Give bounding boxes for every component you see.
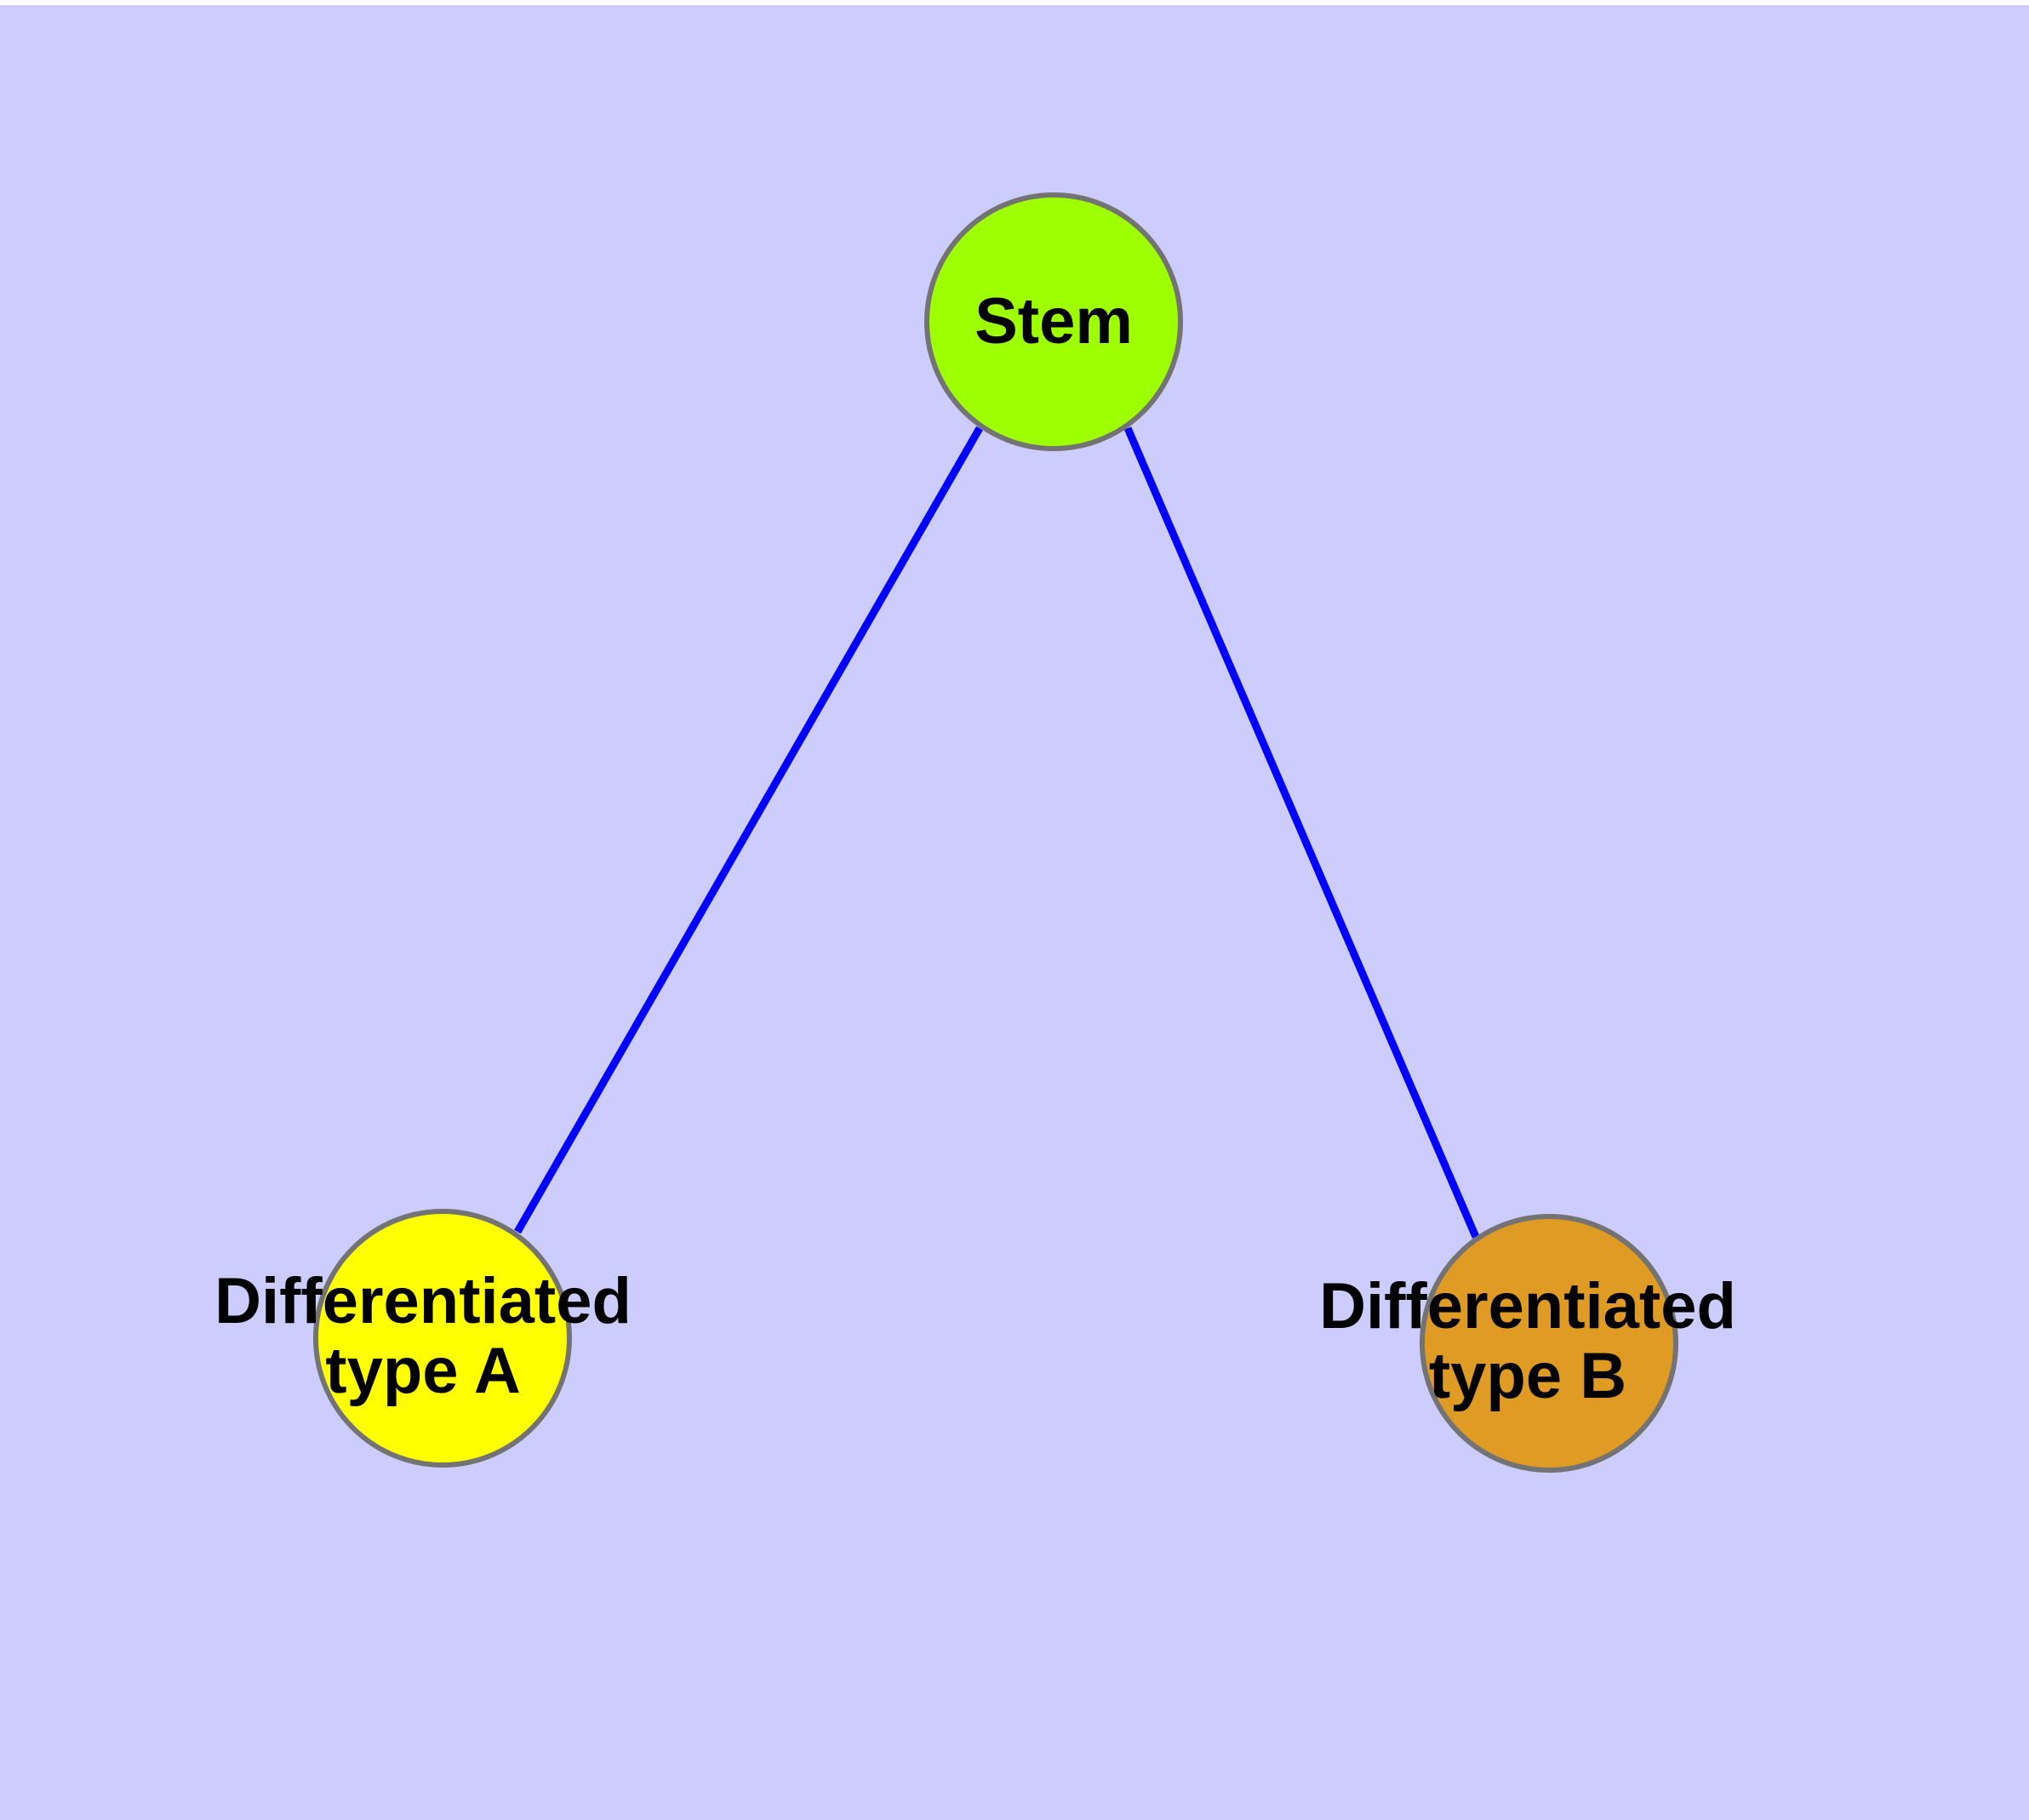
graph-node-type_b[interactable] (1420, 1214, 1678, 1473)
graph-node-type_a[interactable] (313, 1209, 572, 1468)
graph-svg (313, 192, 1678, 1473)
node-layer (313, 192, 1678, 1473)
graph-edge-stem-type_b[interactable] (1123, 426, 1480, 1239)
graph-edge-stem-type_a[interactable] (514, 426, 983, 1234)
graph-node-stem[interactable] (924, 192, 1183, 451)
edge-layer (514, 426, 1480, 1239)
